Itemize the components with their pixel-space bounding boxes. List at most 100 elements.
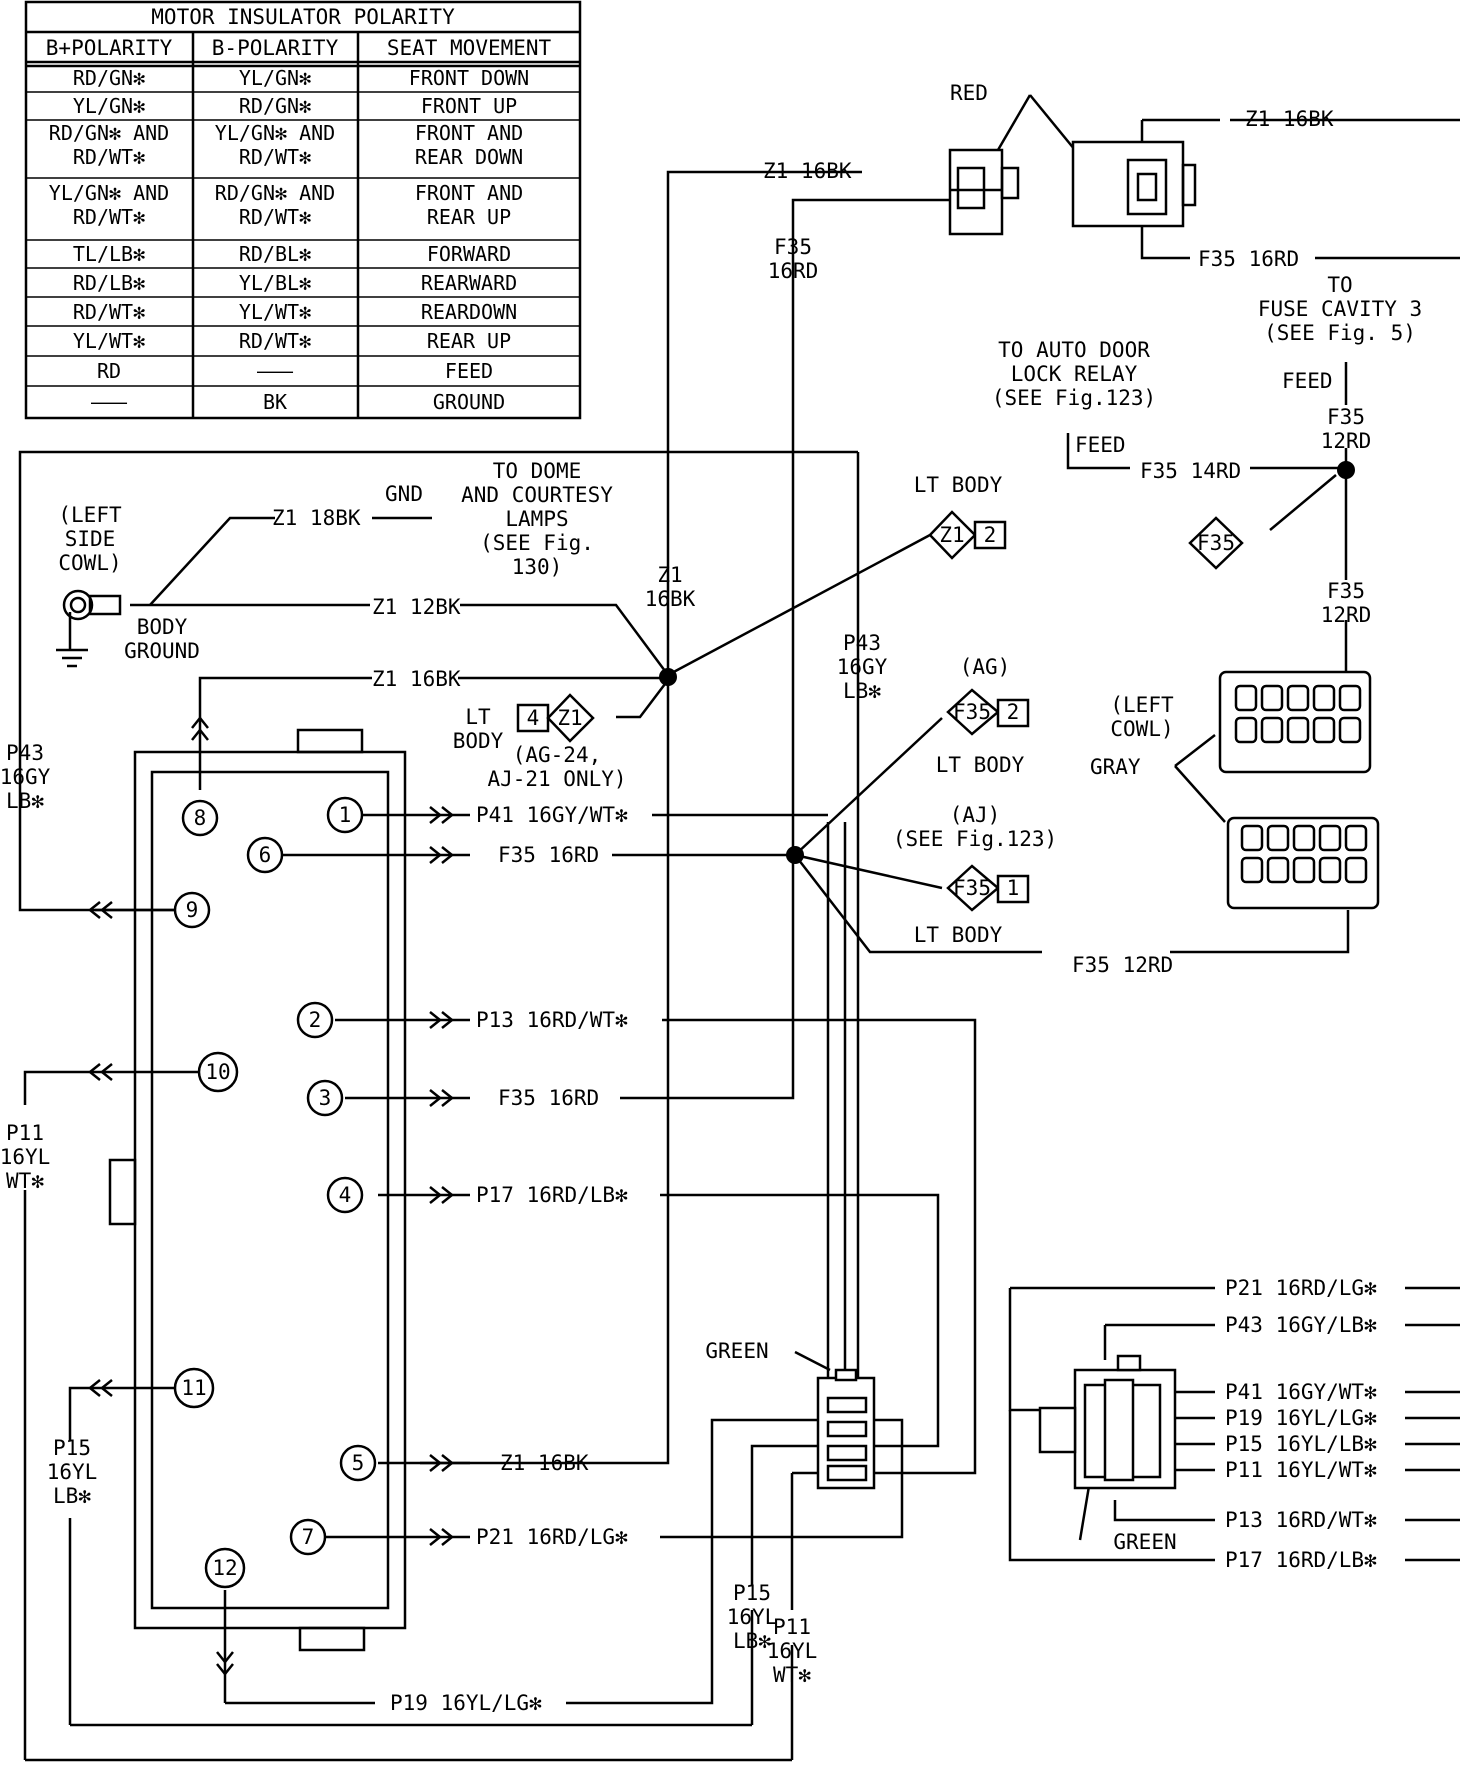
connector-cavity (1318, 824, 1342, 852)
table-cell: FEED (445, 359, 493, 383)
connector-cavity (1286, 716, 1310, 744)
connector-chevrons (87, 715, 455, 1677)
svg-text:10: 10 (205, 1060, 230, 1084)
connector-cavity (1292, 824, 1316, 852)
connector-cavity (1312, 716, 1336, 744)
svg-text:11: 11 (181, 1376, 206, 1400)
note-ag: (AG) (960, 655, 1011, 679)
right-connector-wire-label: P13 16RD/WT✻ (1225, 1508, 1377, 1532)
gray-connector-upper (1218, 670, 1372, 774)
connector-cavity (1344, 856, 1368, 884)
svg-text:2: 2 (309, 1008, 322, 1032)
right-connector-wire-label: P21 16RD/LG✻ (1225, 1276, 1377, 1300)
right-connector-wire-label: P15 16YL/LB✻ (1225, 1432, 1377, 1456)
table-header-b-plus: B+POLARITY (46, 36, 173, 60)
pin-9: 9 (173, 891, 211, 929)
connector-cavity (1266, 824, 1290, 852)
right-connector-wire-label: P43 16GY/LB✻ (1225, 1313, 1377, 1337)
pin-6: 6 (246, 836, 284, 874)
svg-text:F35: F35 (1197, 531, 1235, 555)
table-cell: ——— (91, 390, 128, 414)
svg-text:5: 5 (352, 1451, 365, 1475)
pin-8: 8 (181, 799, 219, 837)
svg-text:1: 1 (1007, 876, 1020, 900)
table-cell: RD/WT✻ (239, 329, 311, 353)
wire-label-f35-16rd-3: F35 16RD (498, 1086, 599, 1110)
wire-label-p21: P21 16RD/LG✻ (476, 1525, 628, 1549)
table-title: MOTOR INSULATOR POLARITY (151, 5, 455, 29)
right-connector-wire-label: P19 16YL/LG✻ (1225, 1406, 1377, 1430)
svg-text:F35: F35 (953, 876, 991, 900)
connector-cavity (1292, 856, 1316, 884)
table-cell: RD/LB✻ (73, 271, 145, 295)
wire-label-z1-18bk: Z1 18BK (272, 506, 361, 530)
table-header-b-minus: B-POLARITY (212, 36, 339, 60)
connector-cavity (1240, 856, 1264, 884)
table-cell: BK (263, 390, 287, 414)
connector-cavity (1338, 684, 1362, 712)
splice-z1-lt-body-4: 4 Z1 (516, 693, 595, 743)
pin-7: 7 (289, 1518, 327, 1556)
svg-text:12: 12 (212, 1556, 237, 1580)
table-cell: ——— (257, 359, 294, 383)
connector-cavity (1312, 684, 1336, 712)
table-cell: RD/GN✻ (239, 94, 311, 118)
connector-cavity (1338, 716, 1362, 744)
svg-text:4: 4 (527, 706, 540, 730)
red-connector-label: RED (950, 81, 988, 105)
red-connector-large (1071, 140, 1197, 228)
note-lt-body-aj: LT BODY (914, 923, 1003, 947)
note-feed-1: FEED (1282, 369, 1333, 393)
wire-label-p41: P41 16GY/WT✻ (476, 803, 628, 827)
wire-label-f35-16rd-6: F35 16RD (498, 843, 599, 867)
pin-10: 10 (197, 1051, 239, 1093)
seat-switch-module (108, 728, 407, 1652)
splice-f35-aj: F35 1 (946, 864, 1030, 912)
splice-z1 (659, 668, 677, 686)
gray-connector-lower (1226, 816, 1380, 910)
right-connector-wire-label: P17 16RD/LB✻ (1225, 1548, 1377, 1572)
table-cell: YL/WT✻ (73, 329, 145, 353)
wire-label-f35-16rd: F35 16RD (1198, 247, 1299, 271)
pin-11: 11 (173, 1367, 215, 1409)
table-header-seat-movement: SEAT MOVEMENT (387, 36, 552, 60)
svg-text:1: 1 (339, 803, 352, 827)
svg-text:7: 7 (302, 1525, 315, 1549)
table-body: RD/GN✻YL/GN✻FRONT DOWNYL/GN✻RD/GN✻FRONT … (49, 66, 529, 414)
table-cell: FRONT DOWN (409, 66, 529, 90)
connector-cavity (1318, 856, 1342, 884)
note-ag24: (AG-24,AJ-21 ONLY) (487, 743, 626, 791)
svg-text:2: 2 (984, 523, 997, 547)
wire-label-p17: P17 16RD/LB✻ (476, 1183, 628, 1207)
table-cell: YL/GN✻ (73, 94, 145, 118)
pin-2: 2 (296, 1001, 334, 1039)
note-lt-body-top: LT BODY (914, 473, 1003, 497)
gray-connector-label: GRAY (1090, 755, 1141, 779)
note-gnd: GND (385, 482, 423, 506)
pin-4: 4 (326, 1176, 364, 1214)
svg-text:Z1: Z1 (557, 706, 582, 730)
svg-text:6: 6 (259, 843, 272, 867)
right-connector-wire-label: P11 16YL/WT✻ (1225, 1458, 1377, 1482)
splice-f35-diamond: F35 (1188, 516, 1244, 570)
connector-cavity (1234, 684, 1258, 712)
connector-cavity (1234, 716, 1258, 744)
splice-z1-lt-body-2: Z1 2 (928, 510, 1007, 560)
wire-label-z1-16bk-8: Z1 16BK (372, 667, 461, 691)
splice-f35 (786, 846, 804, 864)
right-connector-wire-label: P41 16GY/WT✻ (1225, 1380, 1377, 1404)
table-cell: RD/GN✻ (73, 66, 145, 90)
green-connector-left-label: GREEN (705, 1339, 768, 1363)
